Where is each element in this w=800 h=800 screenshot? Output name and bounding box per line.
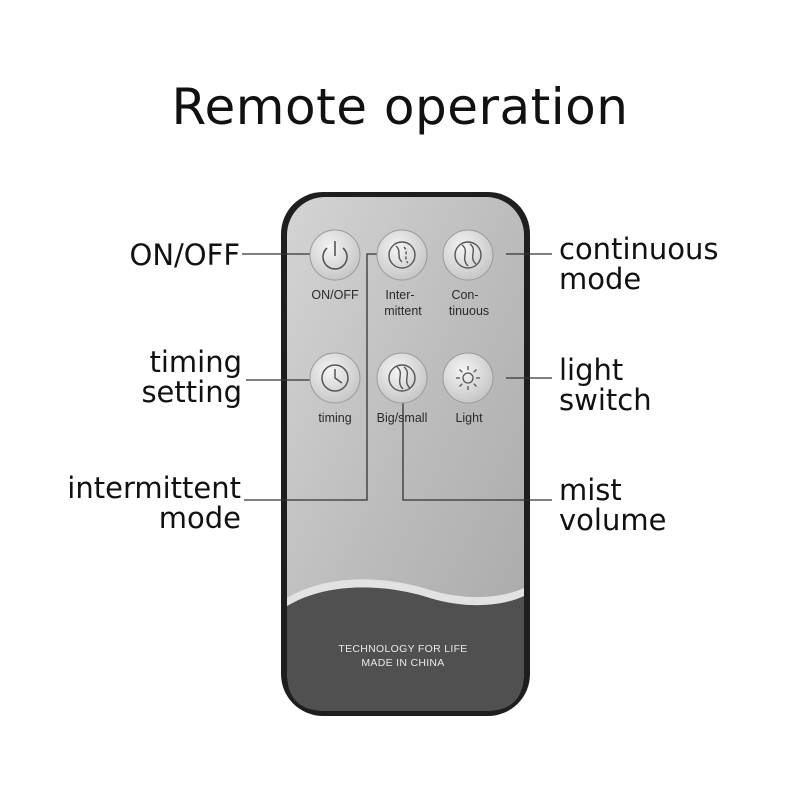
on-off-button-label: ON/OFF <box>311 288 359 302</box>
intermittent-button-label-line2: mittent <box>384 304 422 318</box>
callout-mist-volume: mist volume <box>559 475 666 535</box>
callout-continuous-mode: continuous mode <box>559 234 719 294</box>
mist-volume-button-label: Big/small <box>377 411 428 425</box>
callout-timing-line2: setting <box>141 375 242 409</box>
callout-on-off-text: ON/OFF <box>129 238 240 272</box>
intermittent-button[interactable] <box>376 229 428 281</box>
callout-intermittent-line2: mode <box>158 501 241 535</box>
timing-button-label: timing <box>318 411 351 425</box>
callout-timing-line1: timing <box>149 345 242 379</box>
continuous-button[interactable] <box>442 229 494 281</box>
leader-line-intermittent <box>244 253 378 501</box>
callout-mist-line1: mist <box>559 473 622 507</box>
power-icon <box>322 241 348 270</box>
continuous-button-label-line1: Con- <box>451 288 478 302</box>
light-button[interactable] <box>442 352 494 404</box>
callout-light-switch: light switch <box>559 355 652 415</box>
callout-intermittent-mode: intermittent mode <box>67 473 241 533</box>
page-title: Remote operation <box>171 78 629 136</box>
leader-lines <box>242 253 552 501</box>
mist-volume-button[interactable] <box>376 352 428 404</box>
sun-icon <box>456 366 480 390</box>
callout-continuous-line2: mode <box>559 262 642 296</box>
intermittent-button-label-line1: Inter- <box>385 288 414 302</box>
leader-line-mist <box>402 394 552 501</box>
continuous-button-label-line2: tinuous <box>449 304 489 318</box>
callout-mist-line2: volume <box>559 503 667 537</box>
remote-wave-highlight <box>287 579 524 606</box>
continuous-icon <box>454 241 482 269</box>
on-off-button[interactable] <box>309 229 361 281</box>
footer-line-2: MADE IN CHINA <box>361 657 444 669</box>
callout-timing-setting: timing setting <box>141 347 242 407</box>
callout-intermittent-line1: intermittent <box>67 471 241 505</box>
callout-on-off: ON/OFF <box>130 240 240 270</box>
clock-icon <box>321 364 349 392</box>
mist-volume-icon <box>388 364 416 392</box>
timing-button[interactable] <box>309 352 361 404</box>
footer-line-1: TECHNOLOGY FOR LIFE <box>338 643 467 655</box>
callout-light-line1: light <box>559 353 624 387</box>
callout-light-line2: switch <box>559 383 652 417</box>
callout-continuous-line1: continuous <box>559 232 719 266</box>
light-button-label: Light <box>455 411 483 425</box>
intermittent-icon <box>388 241 416 269</box>
remote-bottom-panel <box>287 587 524 711</box>
